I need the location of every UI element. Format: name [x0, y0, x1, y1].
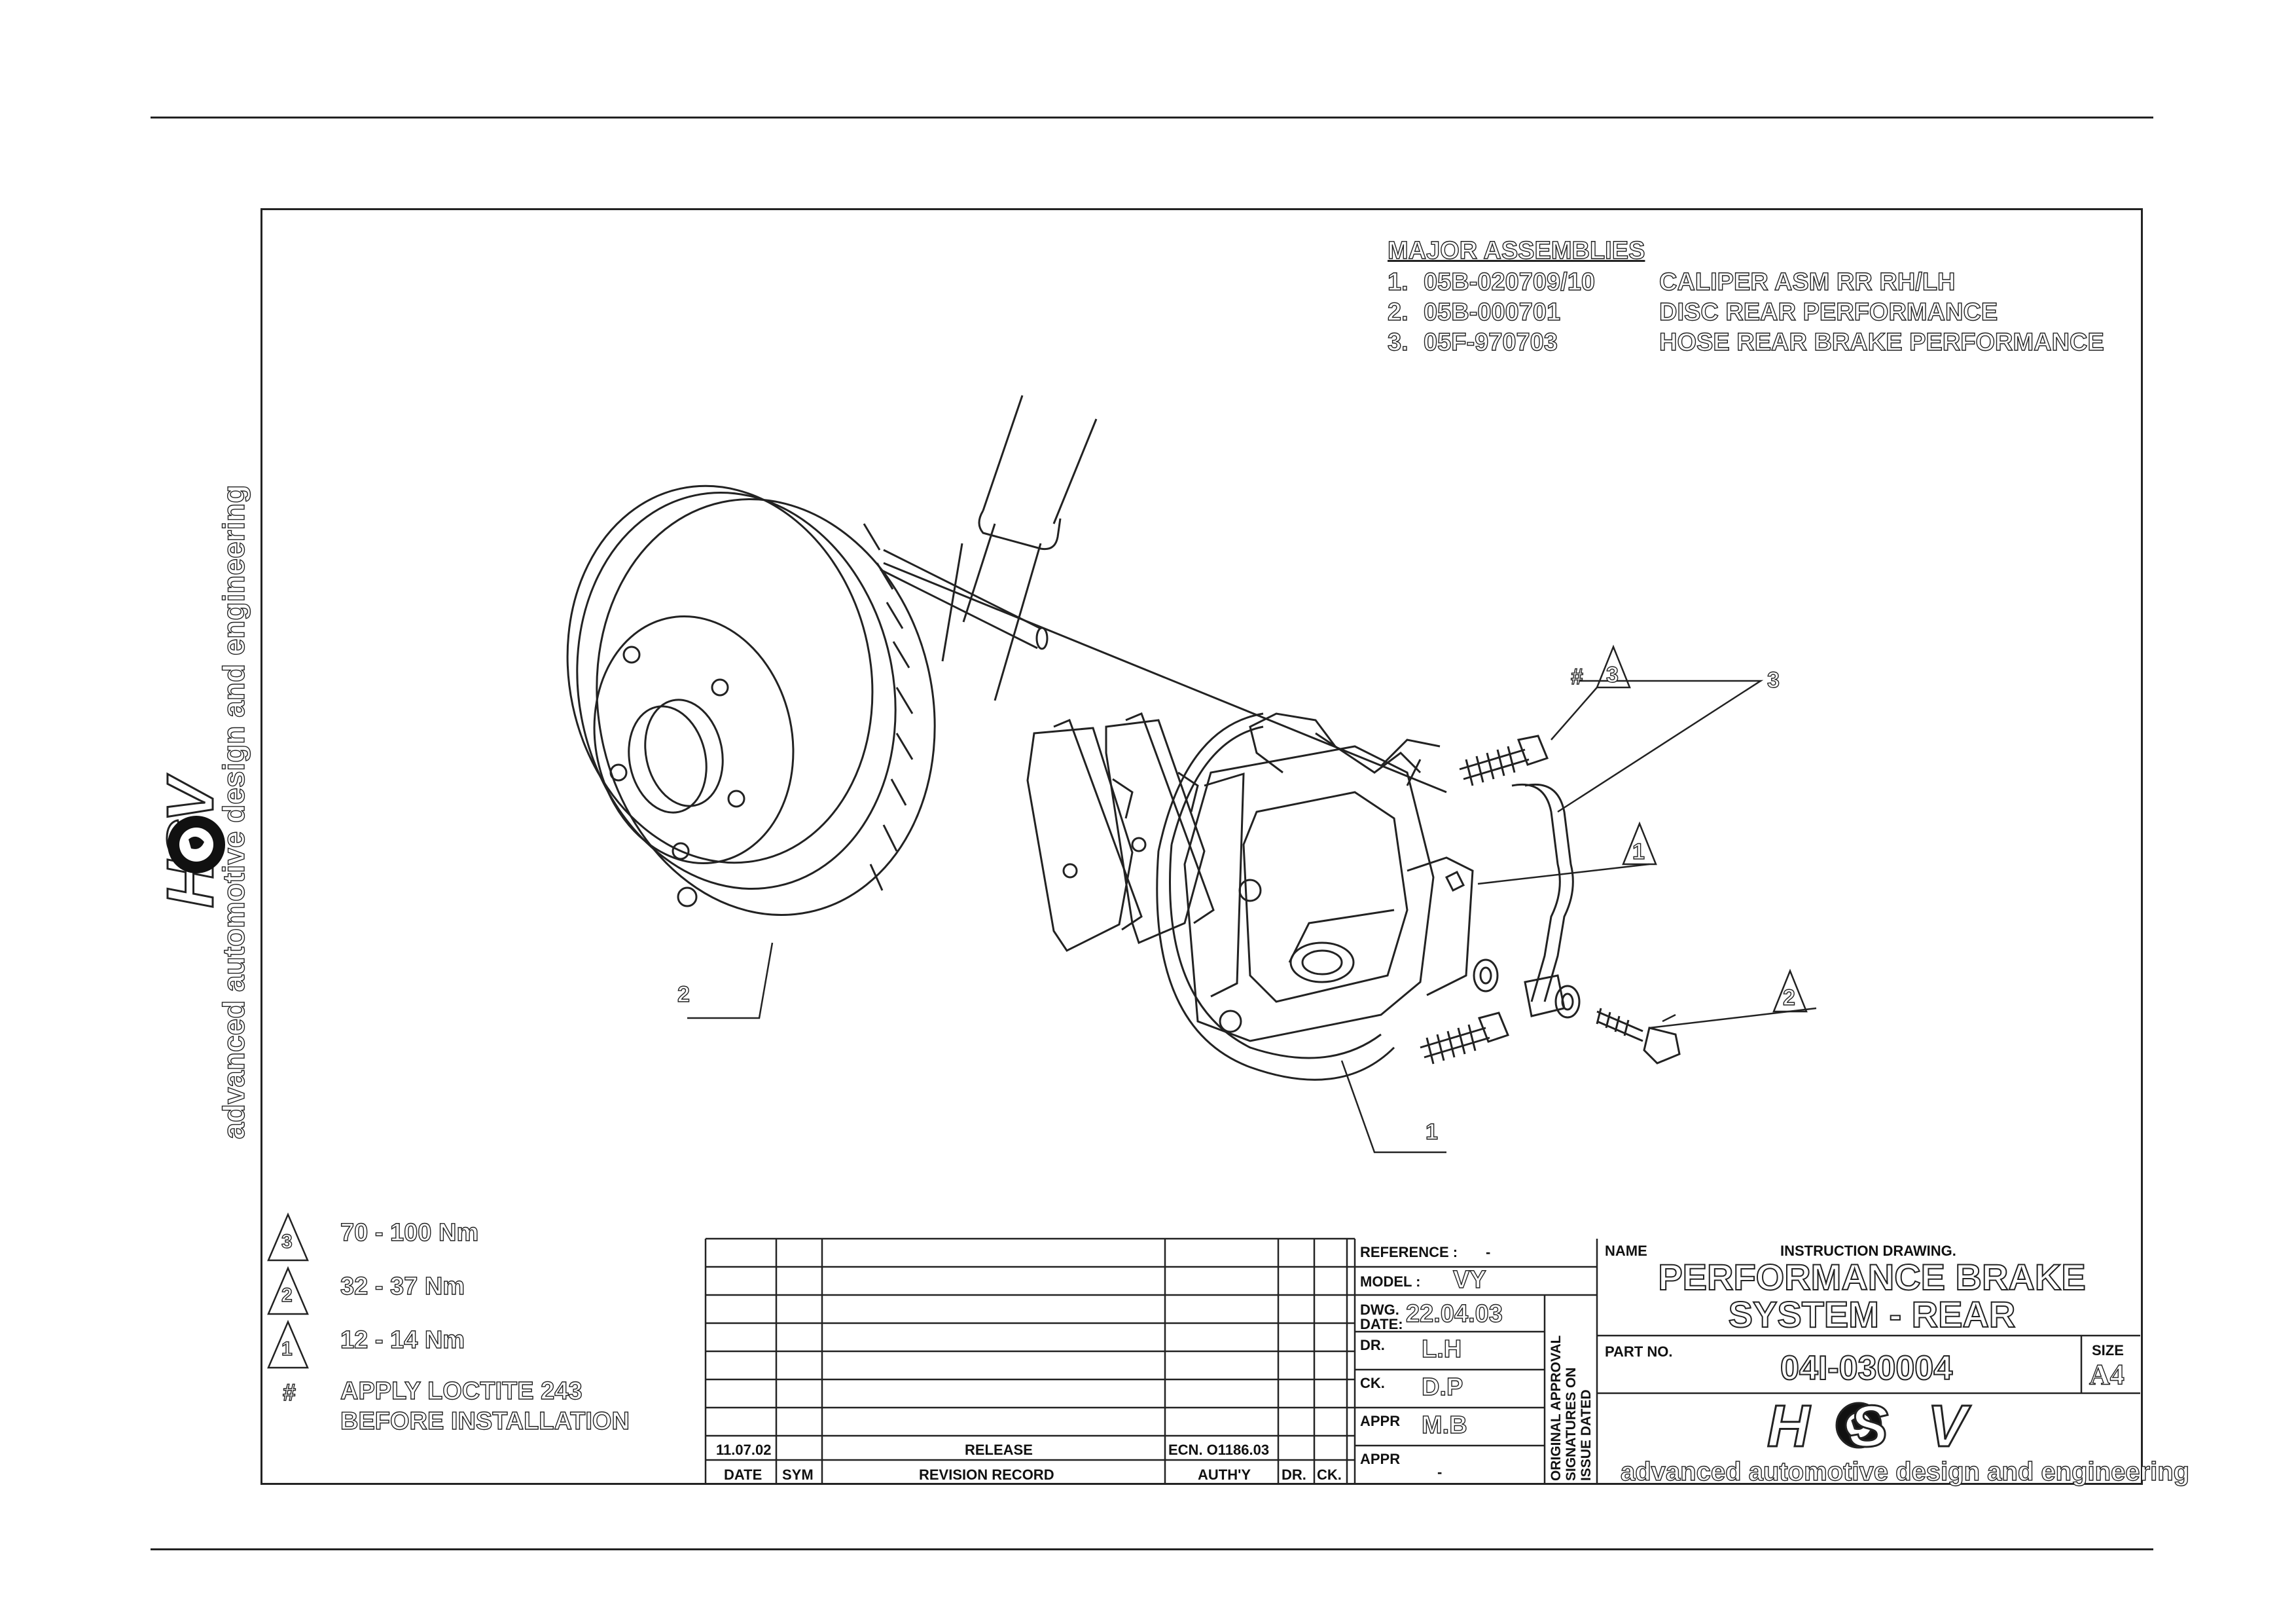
legend-torque-text: 12 - 14 Nm [340, 1326, 465, 1354]
title-logo-emblem [1835, 1402, 1882, 1449]
assembly-part-number: 05B-020709/10 [1423, 268, 1595, 296]
bottom-rule [151, 1548, 2153, 1550]
top-rule [151, 117, 2153, 119]
reference-label: REFERENCE : [1360, 1244, 1458, 1260]
checked-by-label: CK. [1360, 1375, 1385, 1391]
loctite-line2: BEFORE INSTALLATION [340, 1407, 630, 1435]
checked-by-value: D.P [1421, 1373, 1463, 1401]
callout-disc-2: 2 [677, 981, 690, 1007]
approval-note-line2: SIGNATURES ON [1564, 1367, 1579, 1481]
guide-pin [880, 549, 1447, 793]
legend-torque-text: 32 - 37 Nm [340, 1272, 465, 1300]
assembly-description: DISC REAR PERFORMANCE [1659, 298, 1998, 326]
revision-header-sym: SYM [782, 1467, 814, 1483]
loctite-symbol: # [282, 1378, 296, 1406]
leader-lines [687, 680, 1817, 1154]
assembly-number: 2. [1387, 298, 1408, 326]
assembly-part-number: 05B-000701 [1423, 298, 1561, 326]
callout-hash: # [1570, 664, 1583, 689]
dwg-date-label: DWG. [1360, 1302, 1399, 1318]
dwg-date-label-2: DATE: [1360, 1316, 1403, 1332]
caliper-body [1156, 712, 1474, 1081]
brake-hose [1511, 783, 1574, 1017]
drawn-by-label: DR. [1360, 1337, 1385, 1353]
approved-by-value-2: - [1437, 1464, 1443, 1480]
legend-symbol: 2 [281, 1284, 293, 1306]
model-value: VY [1452, 1266, 1486, 1294]
part-number-value: 04I-030004 [1780, 1349, 1953, 1388]
revision-header-ck: CK. [1317, 1467, 1342, 1483]
dwg-date-value: 22.04.03 [1405, 1300, 1503, 1328]
legend-symbol: 1 [281, 1338, 293, 1360]
approved-by-label-2: APPR [1360, 1451, 1401, 1467]
assembly-part-number: 05F-970703 [1423, 328, 1558, 356]
callout-torque-1: 1 [1632, 839, 1645, 864]
revision-header-dr: DR. [1282, 1467, 1306, 1483]
callout-triangle-3 [1596, 644, 1631, 689]
callout-torque-3: 3 [1605, 662, 1619, 687]
drawn-by-value: L.H [1421, 1335, 1462, 1363]
brake-pads [1026, 712, 1215, 952]
legend-triangle-3 [267, 1212, 309, 1262]
assembly-number: 3. [1387, 328, 1408, 356]
revision-date-value: 11.07.02 [716, 1442, 772, 1458]
size-value: A4 [2089, 1358, 2125, 1391]
size-label: SIZE [2092, 1342, 2124, 1359]
brake-disc [566, 484, 936, 916]
shock-absorber [941, 395, 1098, 701]
bolts [1420, 735, 1681, 1065]
legend-triangles [267, 1212, 309, 1369]
callout-caliper-1: 1 [1425, 1119, 1438, 1144]
assembly-description: CALIPER ASM RR RH/LH [1659, 268, 1956, 296]
title-logo: HSV [1766, 1393, 2007, 1461]
approval-grid [1354, 1239, 1598, 1485]
assembly-number: 1. [1387, 268, 1408, 296]
sidebar-logo: HSV [153, 753, 236, 936]
approval-note-line3: ISSUE DATED [1579, 1389, 1594, 1481]
title-tagline: advanced automotive design and engineeri… [1620, 1457, 2190, 1486]
approval-note: ORIGINAL APPROVAL SIGNATURES ON ISSUE DA… [1549, 1336, 1594, 1481]
callout-triangles [1596, 644, 1808, 1013]
revision-header-date: DATE [724, 1467, 762, 1483]
part-number-label: PART NO. [1605, 1343, 1673, 1360]
callout-triangle-1 [1622, 821, 1657, 866]
name-label: NAME [1605, 1243, 1647, 1259]
legend-triangle-2 [267, 1266, 309, 1315]
revision-header-record: REVISION RECORD [919, 1467, 1054, 1483]
legend-symbol: 3 [281, 1230, 293, 1252]
loctite-line1: APPLY LOCTITE 243 [340, 1377, 583, 1405]
revision-authy-value: ECN. O1186.03 [1168, 1442, 1270, 1458]
legend-triangle-1 [267, 1319, 309, 1369]
drawing-title-line2: SYSTEM - REAR [1728, 1293, 2017, 1336]
drawing-type: INSTRUCTION DRAWING. [1780, 1243, 1956, 1259]
legend-torque-text: 70 - 100 Nm [340, 1218, 479, 1247]
callout-triangle-2 [1772, 968, 1808, 1013]
major-assemblies-title: MAJOR ASSEMBLIES [1387, 236, 1645, 264]
drawing-title-line1: PERFORMANCE BRAKE [1657, 1256, 2086, 1298]
approved-by-label: APPR [1360, 1413, 1401, 1429]
model-label: MODEL : [1360, 1273, 1421, 1290]
revision-header-authy: AUTH'Y [1198, 1467, 1251, 1483]
revision-record-value: RELEASE [965, 1442, 1033, 1458]
assembly-description: HOSE REAR BRAKE PERFORMANCE [1659, 328, 2104, 356]
approval-note-line1: ORIGINAL APPROVAL [1549, 1335, 1564, 1481]
callout-hose-3: 3 [1767, 667, 1780, 693]
reference-value: - [1486, 1244, 1491, 1260]
revision-grid [704, 1237, 1355, 1485]
callout-torque-2: 2 [1782, 985, 1795, 1010]
title-block-grid [1597, 1334, 2140, 1395]
approved-by-value: M.B [1421, 1411, 1467, 1439]
drawing-frame [260, 208, 2143, 1485]
